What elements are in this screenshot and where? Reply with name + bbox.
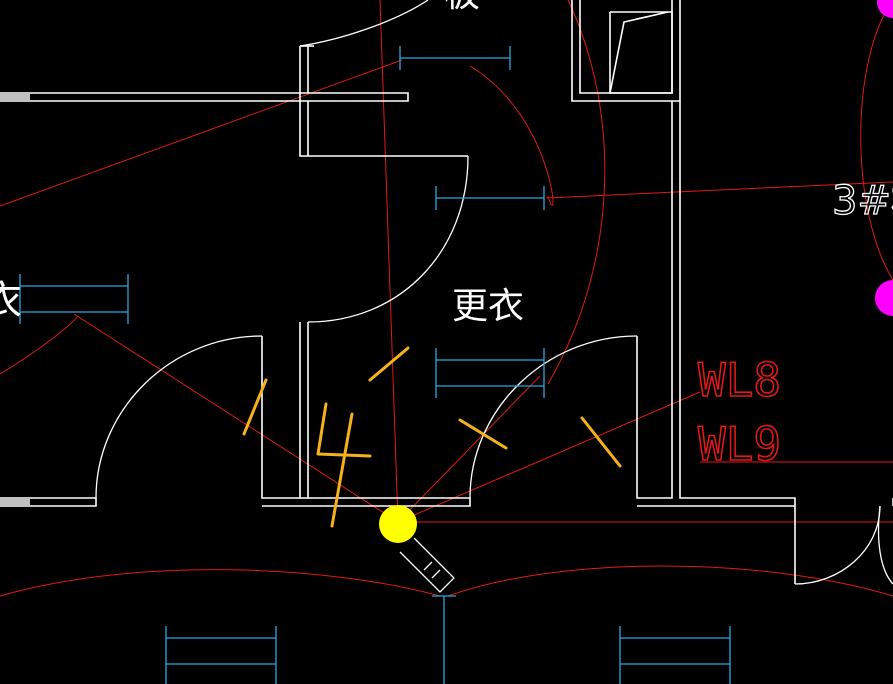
fixture-light-bottom-center [432,595,456,684]
room-label-left-partial: 衣 [0,278,22,324]
wiring-arc-bottom-right [447,565,893,597]
wall-cabinet [609,11,673,94]
door-swing-bottom-mid [469,335,638,499]
fixture-light-changing-room-lower [435,348,545,398]
wall-changing-room-right [571,0,681,102]
fixture-light-changing-room-upper [435,186,545,210]
junction-point-marker[interactable] [379,505,417,543]
door-group [95,0,893,585]
room-label-top-partial: 板 [444,0,480,15]
wall-vertical-right [636,101,673,499]
handwritten-annotation [242,346,622,528]
device-marker-upper-right[interactable] [877,0,893,18]
wiring-line-top-left-diagonal [0,59,403,207]
wall-changing-room-door-lower [299,322,309,499]
wiring-arc-door [469,65,554,206]
wiring-line-to-left-fixture [73,313,399,523]
wall-bottom [0,497,97,507]
handwritten-stroke-top [368,346,410,382]
handwritten-stroke-mid [458,418,508,450]
door-swing-changing-room [307,155,469,323]
wall-bottom-mid-lower [262,497,471,507]
wall-changing-room-left [299,46,468,157]
wall-cabinet-diagonal [609,11,669,94]
handwritten-stroke-right [580,416,622,468]
machine-room-label: 3#机 [832,178,893,224]
wiring-arc-left [0,315,79,375]
fixture-group [19,46,731,684]
handwritten-digit-four [316,402,372,528]
arc-wiring-group [0,0,893,597]
wall-group [0,0,893,584]
wall-left-corridor [0,92,409,102]
distribution-box-symbol [399,537,455,593]
door-swing-right-edge [877,505,893,585]
wiring-arc-bottom-left [0,569,441,597]
room-label-changing: 更衣 [452,286,524,327]
straight-wiring-group [0,0,893,523]
wiring-arc-large [547,0,606,385]
wiring-line-to-wl8 [397,391,701,523]
device-marker-right[interactable] [875,280,893,316]
fixture-light-left [19,274,129,324]
door-swing-top [299,0,429,47]
fixture-light-bottom-right [619,626,731,684]
wiring-arc-right-room [860,0,893,281]
handwritten-stroke-left [242,378,268,436]
door-swing-bottom-left [95,335,263,499]
wiring-line-to-machine-room [545,181,893,199]
circuit-label-wl9: WL9 [698,417,781,471]
circuit-label-wl8: WL8 [698,353,781,407]
fixture-light-top [399,46,511,70]
wiring-line-vertical [379,0,399,523]
fixture-light-bottom-left [165,626,277,684]
wall-vertical-right-outer [679,101,796,584]
